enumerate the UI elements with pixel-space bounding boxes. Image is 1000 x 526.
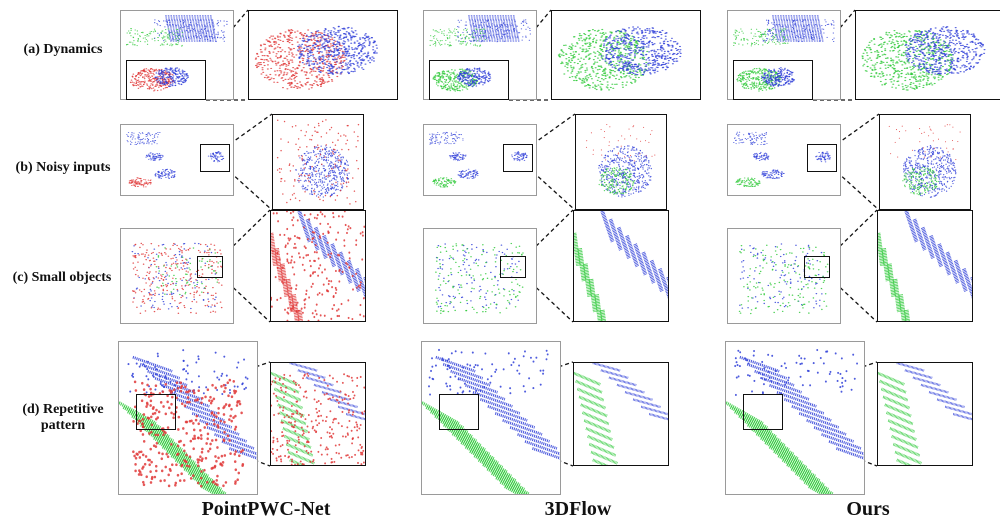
dynamics-3dflow-zoom-view [551, 10, 701, 100]
repetitive-ours-roi-box [743, 394, 783, 430]
column-label-ours: Ours [846, 498, 890, 520]
row-label-repetitive-pattern: (d) Repetitive pattern [8, 402, 118, 434]
dynamics-pointpwc-zoom-view [248, 10, 398, 100]
repetitive-3dflow-roi-box [439, 394, 479, 430]
noisy-pointpwc-main-view [120, 124, 234, 196]
small-3dflow-roi-box [500, 256, 526, 278]
row-label-repetitive-line1: (d) Repetitive [22, 402, 104, 417]
noisy-ours-roi-box [807, 144, 837, 172]
repetitive-pointpwc-main-view [118, 341, 258, 495]
repetitive-ours-main-view [725, 341, 865, 495]
dynamics-ours-zoom-view [855, 10, 1000, 100]
noisy-pointpwc-roi-box [200, 144, 230, 172]
noisy-3dflow-main-view [423, 124, 537, 196]
noisy-pointpwc-zoom-view [272, 114, 364, 210]
column-label-pointpwc-net: PointPWC-Net [201, 498, 331, 520]
dynamics-3dflow-main-view [423, 10, 537, 100]
small-3dflow-zoom-view [573, 210, 669, 322]
small-pointpwc-main-view [120, 228, 234, 324]
repetitive-pointpwc-roi-box [136, 394, 176, 430]
small-pointpwc-roi-box [197, 256, 223, 278]
dynamics-ours-roi-box [733, 60, 813, 100]
small-3dflow-main-view [423, 228, 537, 324]
column-label-3dflow: 3DFlow [544, 498, 612, 520]
noisy-3dflow-roi-box [503, 144, 533, 172]
dynamics-3dflow-roi-box [429, 60, 509, 100]
noisy-ours-main-view [727, 124, 841, 196]
repetitive-ours-zoom-view [877, 362, 973, 466]
small-ours-zoom-view [877, 210, 973, 322]
repetitive-3dflow-main-view [421, 341, 561, 495]
small-ours-roi-box [804, 256, 830, 278]
dynamics-pointpwc-main-view [120, 10, 234, 100]
dynamics-pointpwc-roi-box [126, 60, 206, 100]
small-ours-main-view [727, 228, 841, 324]
dynamics-ours-main-view [727, 10, 841, 100]
small-pointpwc-zoom-view [270, 210, 366, 322]
repetitive-3dflow-zoom-view [573, 362, 669, 466]
noisy-3dflow-zoom-view [575, 114, 667, 210]
noisy-ours-zoom-view [879, 114, 971, 210]
repetitive-pointpwc-zoom-view [270, 362, 366, 466]
row-label-repetitive-line2: pattern [40, 418, 86, 433]
row-label-dynamics: (a) Dynamics [23, 42, 103, 57]
row-label-noisy-inputs: (b) Noisy inputs [15, 160, 111, 175]
row-label-small-objects: (c) Small objects [12, 270, 112, 285]
